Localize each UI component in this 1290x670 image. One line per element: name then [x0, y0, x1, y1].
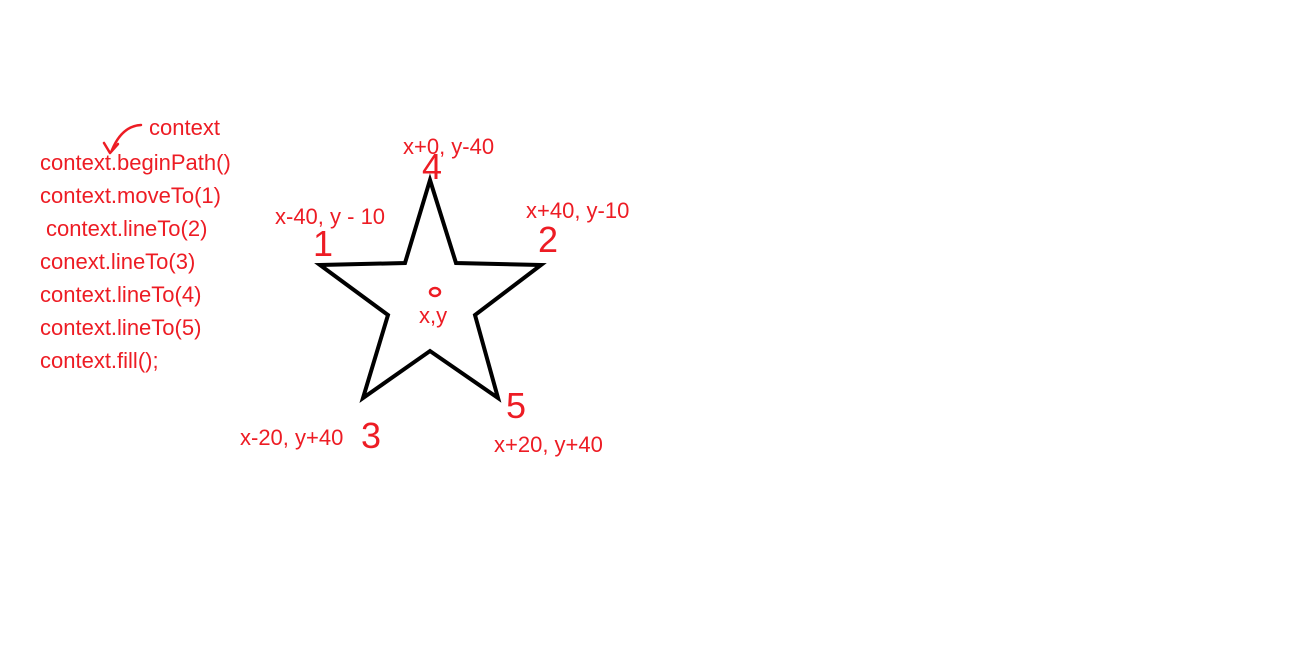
code-line-begin-path: context.beginPath() [40, 150, 231, 175]
center-coordinate-label: x,y [419, 303, 448, 328]
point-2-number: 2 [538, 219, 559, 260]
star-shape [314, 173, 547, 403]
code-listing: context.beginPath() context.moveTo(1) co… [40, 146, 231, 377]
code-line-move-to: context.moveTo(1) [40, 183, 221, 208]
point-1-coordinate-label: x-40, y - 10 [275, 204, 386, 229]
code-line-line-to-2: context.lineTo(2) [46, 216, 208, 241]
point-2-coordinate-label: x+40, y-10 [526, 198, 630, 223]
point-4-number: 4 [422, 146, 443, 187]
context-annotation-label: context [149, 115, 220, 140]
code-line-line-to-4: context.lineTo(4) [40, 282, 202, 307]
code-line-fill: context.fill(); [40, 348, 159, 373]
code-line-line-to-5: context.lineTo(5) [40, 315, 202, 340]
point-3-number: 3 [361, 415, 382, 456]
point-4-coordinate-label: x+0, y-40 [403, 134, 495, 159]
point-5-coordinate-label: x+20, y+40 [494, 432, 603, 457]
center-point-marker [428, 286, 442, 298]
arrow-head-icon [102, 141, 120, 155]
point-3-coordinate-label: x-20, y+40 [240, 425, 344, 450]
point-5-number: 5 [506, 385, 527, 426]
point-1-number: 1 [313, 223, 334, 264]
code-line-line-to-3: conext.lineTo(3) [40, 249, 196, 274]
curved-arrow-icon [110, 123, 143, 152]
